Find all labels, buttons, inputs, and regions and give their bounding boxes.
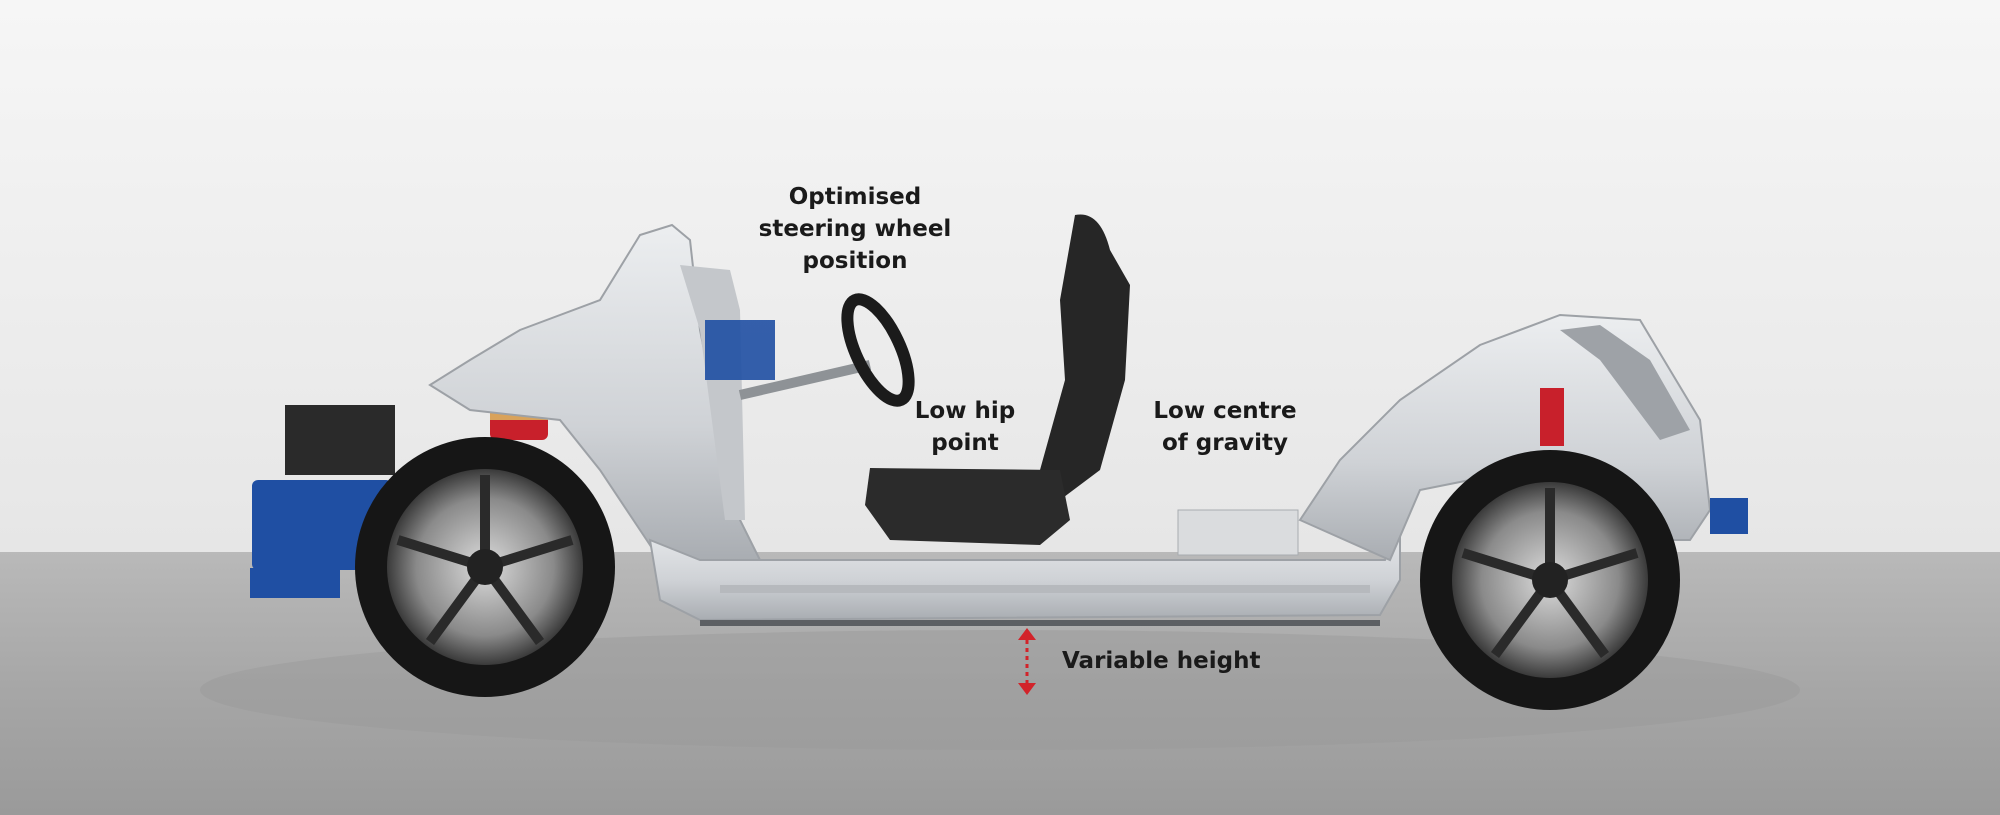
callout-line: of gravity	[1161, 430, 1288, 456]
rear-shock	[1540, 388, 1564, 446]
callout-variable-height: Variable height	[1062, 645, 1282, 677]
rear-wheel	[1420, 450, 1680, 710]
callout-line: Variable height	[1062, 648, 1261, 674]
callout-line: steering wheel	[758, 216, 952, 242]
callout-steering-position: Optimised steering wheel position	[740, 181, 970, 277]
floor-shadow	[200, 630, 1800, 750]
callout-line: Optimised	[788, 184, 922, 210]
steering-wheel-icon	[841, 293, 915, 407]
callout-line: point	[931, 430, 999, 456]
callout-line: Low centre	[1153, 398, 1297, 424]
callout-line: Low hip	[914, 398, 1016, 424]
seat	[865, 214, 1130, 545]
steering-assembly	[738, 293, 915, 407]
callout-hip-point: Low hip point	[895, 395, 1035, 459]
callout-line: position	[802, 248, 908, 274]
height-arrow-icon	[1018, 628, 1036, 695]
floor-sill	[648, 519, 1401, 626]
front-body-shell	[428, 223, 775, 561]
callout-centre-of-gravity: Low centre of gravity	[1130, 395, 1320, 459]
front-wheel	[355, 437, 615, 697]
